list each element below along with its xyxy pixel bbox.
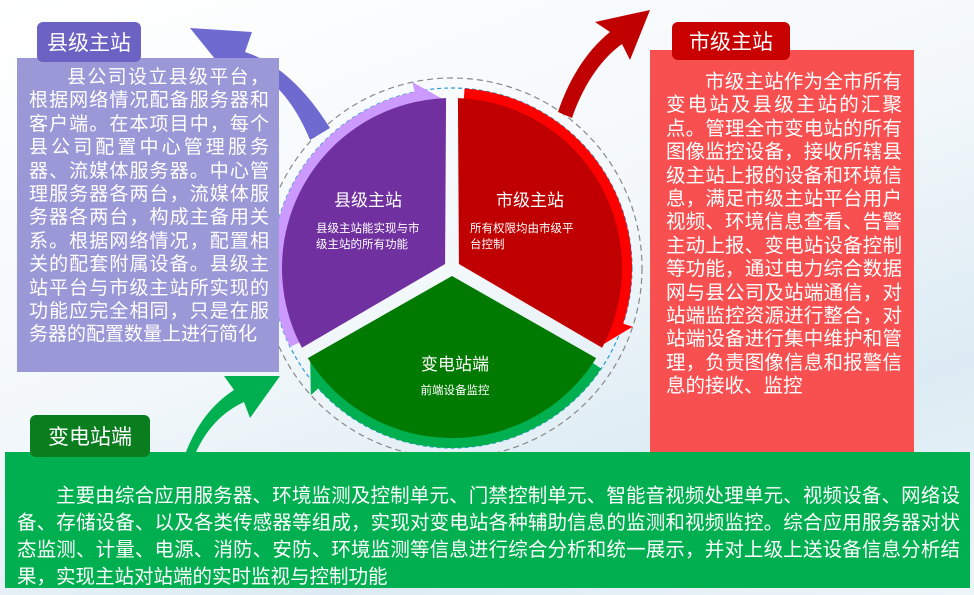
county-segment-desc-2: 级主站的所有功能	[316, 237, 408, 251]
station-segment-title: 变电站端	[421, 355, 489, 375]
station-ring-arrow	[310, 356, 602, 449]
city-segment	[457, 98, 622, 348]
county-description-panel: 县公司设立县级平台，根据网络情况配备服务器和客户端。在本项目中，每个县公司配置中…	[17, 58, 279, 372]
station-label: 变电站端	[30, 415, 150, 457]
city-description: 市级主站作为全市所有变电站及县级主站的汇聚点。管理全市变电站的所有图像监控设备，…	[666, 70, 902, 398]
county-segment	[281, 98, 447, 348]
county-segment-title: 县级主站	[334, 191, 402, 211]
outer-dashed-ring	[261, 77, 643, 459]
city-arrow-icon	[558, 10, 650, 118]
county-arrow-icon	[190, 28, 330, 140]
station-description-panel: 主要由综合应用服务器、环境监测及控制单元、门禁控制单元、智能音视频处理单元、视频…	[5, 452, 970, 588]
station-segment	[307, 276, 597, 438]
county-label: 县级主站	[37, 22, 141, 62]
station-description: 主要由综合应用服务器、环境监测及控制单元、门禁控制单元、智能音视频处理单元、视频…	[17, 484, 960, 588]
station-segment-desc: 前端设备监控	[421, 383, 490, 397]
county-segment-desc: 县级主站能实现与市	[316, 221, 420, 235]
city-segment-title: 市级主站	[496, 191, 564, 211]
station-arrow-icon	[186, 376, 280, 452]
city-description-panel: 市级主站作为全市所有变电站及县级主站的汇聚点。管理全市变电站的所有图像监控设备，…	[650, 50, 914, 452]
city-segment-desc: 所有权限均由市级平	[470, 221, 574, 235]
county-description: 县公司设立县级平台，根据网络情况配备服务器和客户端。在本项目中，每个县公司配置中…	[29, 66, 269, 346]
city-segment-desc-2: 台控制	[470, 237, 505, 251]
city-label: 市级主站	[672, 22, 790, 60]
